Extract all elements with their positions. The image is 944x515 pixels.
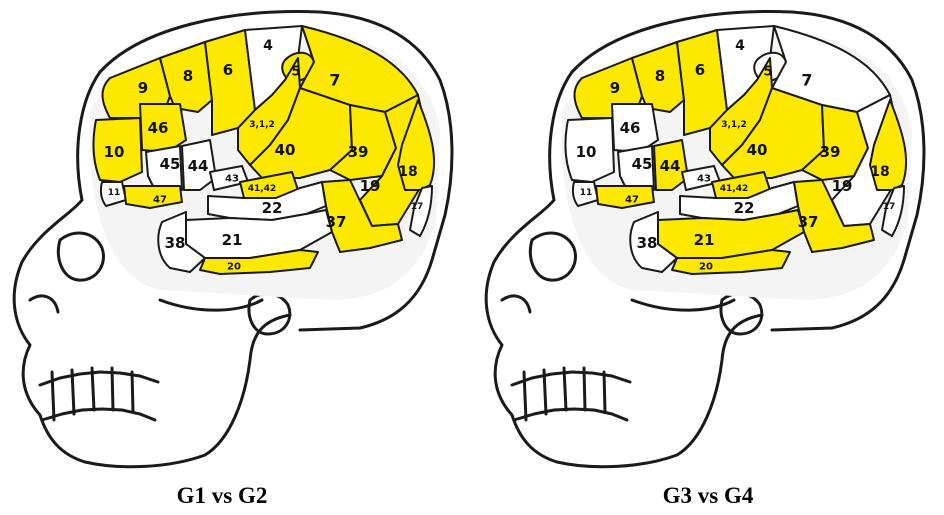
- area-label-20: 20: [227, 262, 241, 273]
- area-label-20: 20: [699, 262, 713, 273]
- area-label-4142: 41,42: [248, 184, 276, 194]
- ear-canal: [249, 294, 290, 334]
- area-label-38: 38: [165, 234, 186, 252]
- area-label-10: 10: [104, 143, 125, 161]
- area-label-7: 7: [801, 71, 812, 90]
- area-label-19: 19: [360, 177, 381, 195]
- area-label-17: 17: [411, 202, 424, 212]
- area-label-40: 40: [275, 141, 296, 159]
- area-label-45: 45: [632, 155, 653, 173]
- area-label-7: 7: [329, 71, 340, 90]
- face-outline: [486, 72, 572, 462]
- area-label-6: 6: [695, 61, 705, 79]
- area-label-45: 45: [160, 155, 181, 173]
- area-label-39: 39: [348, 143, 369, 161]
- area-label-47: 47: [625, 195, 639, 206]
- caption-g1-vs-g2: G1 vs G2: [0, 483, 458, 509]
- area-label-8: 8: [183, 67, 193, 85]
- caption-g3-vs-g4: G3 vs G4: [472, 483, 944, 509]
- area-label-38: 38: [637, 234, 658, 252]
- area-label-9: 9: [610, 79, 620, 97]
- area-label-21: 21: [222, 231, 243, 249]
- panel-g1-vs-g2: 9864571046454411473,1,240391918174341,42…: [0, 0, 472, 515]
- area-label-17: 17: [883, 202, 896, 212]
- jaw-outline: [85, 315, 290, 467]
- area-label-5: 5: [763, 65, 772, 80]
- area-label-22: 22: [262, 199, 283, 217]
- area-label-18: 18: [398, 164, 417, 180]
- eye-socket: [530, 233, 575, 280]
- area-label-312: 3,1,2: [721, 120, 747, 130]
- area-label-44: 44: [188, 157, 209, 175]
- jaw-outline: [557, 315, 762, 467]
- area-label-46: 46: [620, 119, 641, 137]
- nose-line: [30, 296, 58, 312]
- cheekbone-line: [160, 300, 262, 310]
- area-label-18: 18: [870, 164, 889, 180]
- brain-diagram-left: 9864571046454411473,1,240391918174341,42…: [0, 0, 472, 480]
- area-label-9: 9: [138, 79, 148, 97]
- nose-line: [502, 296, 530, 312]
- area-label-10: 10: [576, 143, 597, 161]
- teeth-lower-line: [514, 409, 627, 420]
- area-label-39: 39: [820, 143, 841, 161]
- area-label-37: 37: [326, 213, 347, 231]
- panel-g3-vs-g4: 9864571046454411473,1,240391918174341,42…: [472, 0, 944, 515]
- area-label-37: 37: [798, 213, 819, 231]
- teeth-upper-line: [40, 372, 158, 385]
- area-label-47: 47: [153, 195, 167, 206]
- area-label-11: 11: [580, 188, 593, 198]
- ear-canal: [721, 294, 762, 334]
- area-label-4142: 41,42: [720, 184, 748, 194]
- area-label-21: 21: [694, 231, 715, 249]
- teeth-upper-line: [512, 372, 630, 385]
- area-label-4: 4: [735, 38, 745, 54]
- brain-diagram-right: 9864571046454411473,1,240391918174341,42…: [472, 0, 944, 480]
- area-label-5: 5: [291, 65, 300, 80]
- face-outline: [14, 72, 100, 462]
- cheekbone-line: [632, 300, 734, 310]
- area-label-40: 40: [747, 141, 768, 159]
- area-label-44: 44: [660, 157, 681, 175]
- area-label-4: 4: [263, 38, 273, 54]
- area-label-19: 19: [832, 177, 853, 195]
- area-label-43: 43: [697, 174, 711, 185]
- eye-socket: [58, 233, 103, 280]
- area-label-22: 22: [734, 199, 755, 217]
- area-label-6: 6: [223, 61, 233, 79]
- area-label-8: 8: [655, 67, 665, 85]
- area-label-46: 46: [148, 119, 169, 137]
- teeth-lower-line: [42, 409, 155, 420]
- area-label-312: 3,1,2: [249, 120, 275, 130]
- area-label-11: 11: [108, 188, 121, 198]
- area-label-43: 43: [225, 174, 239, 185]
